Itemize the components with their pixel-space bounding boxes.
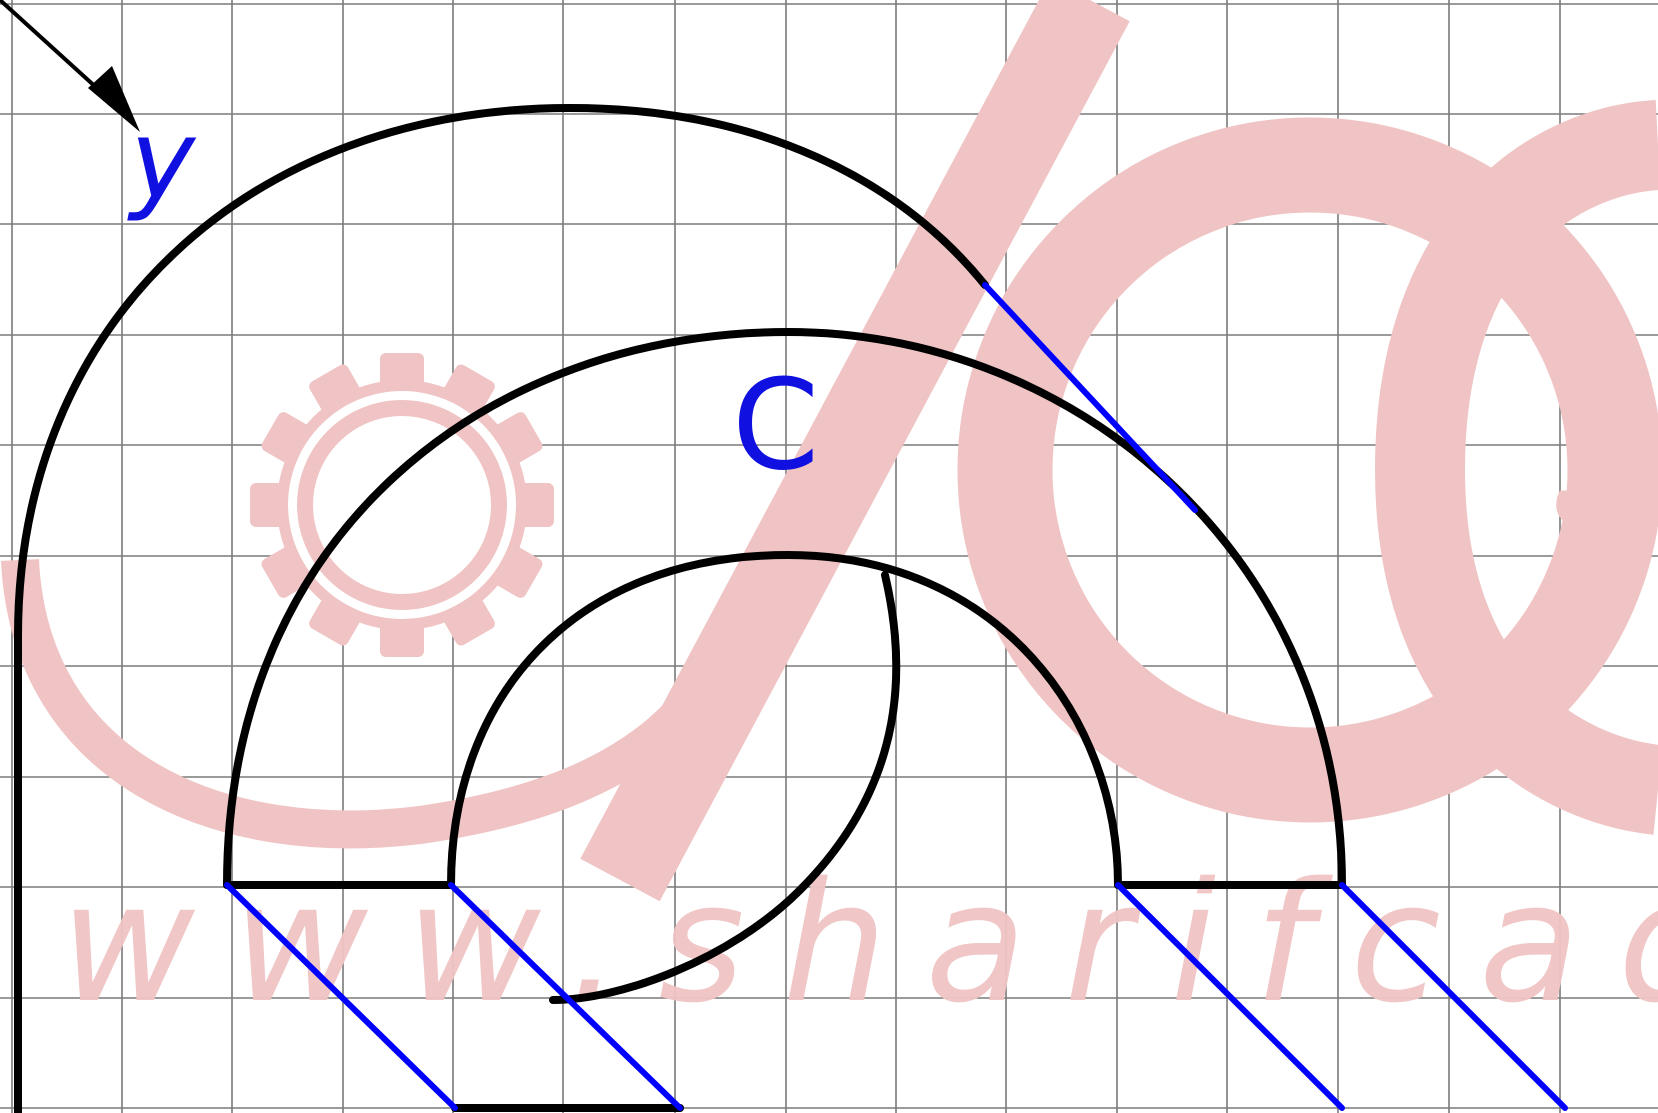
projection-line-tangent bbox=[982, 282, 1198, 513]
inner-arc bbox=[447, 551, 1122, 889]
projection-line-3 bbox=[1115, 882, 1345, 1111]
watermark-ring-2 bbox=[1374, 100, 1658, 835]
axis-label-y: y bbox=[127, 96, 197, 224]
outer-arc bbox=[14, 104, 989, 640]
lens-curve bbox=[549, 571, 901, 1004]
projection-line-4 bbox=[1339, 882, 1568, 1111]
arrow-icon bbox=[0, 0, 140, 132]
watermark-slash bbox=[580, 0, 1130, 902]
outline bbox=[14, 104, 1346, 1113]
projection-line-1 bbox=[224, 882, 458, 1111]
watermark-swoosh bbox=[1, 559, 716, 849]
gear-icon bbox=[250, 353, 554, 657]
watermark-url: www.sharifcadca bbox=[60, 847, 1658, 1039]
watermark-glyph: ڡ bbox=[1548, 404, 1658, 556]
projection-line-2 bbox=[448, 882, 683, 1111]
projection-lines bbox=[224, 282, 1568, 1111]
middle-arc bbox=[223, 328, 1346, 889]
watermark-ring bbox=[957, 117, 1658, 823]
center-label: C bbox=[732, 353, 819, 498]
watermark: ڡ www.sharifcadca bbox=[1, 0, 1658, 1039]
